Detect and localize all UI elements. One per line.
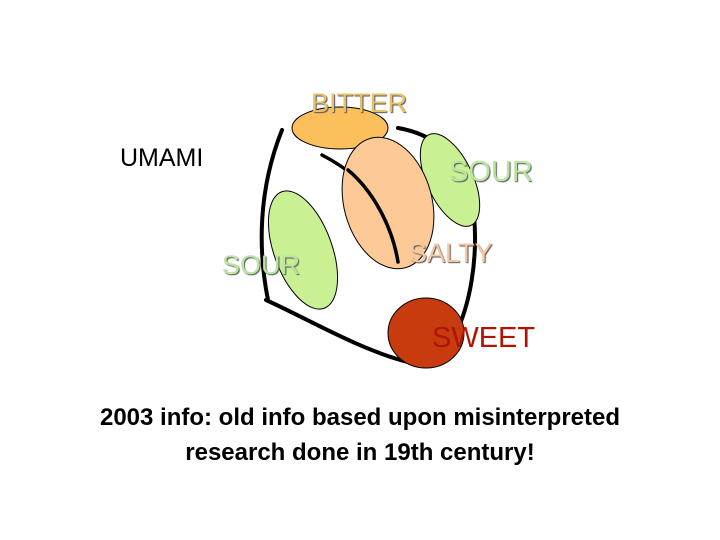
caption-line-1: 2003 info: old info based upon misinterp… — [99, 404, 621, 431]
sour-label-right: SOUR — [449, 156, 533, 188]
umami-label: UMAMI — [120, 144, 204, 172]
sour-label-left: SOUR — [222, 250, 301, 280]
tongue-outline-bottom — [264, 298, 410, 364]
salty-label: SALTY — [409, 238, 493, 268]
bitter-region — [291, 106, 389, 150]
tongue-outline-left — [259, 128, 284, 302]
sweet-label: SWEET — [432, 322, 536, 354]
sour-region-left — [267, 190, 339, 310]
midline-groove-overlay — [346, 168, 400, 264]
sweet-region — [387, 297, 465, 369]
bitter-label: BITTER — [311, 88, 408, 118]
salty-region — [341, 136, 435, 270]
caption-line-2: research done in 19th century! — [185, 439, 535, 466]
